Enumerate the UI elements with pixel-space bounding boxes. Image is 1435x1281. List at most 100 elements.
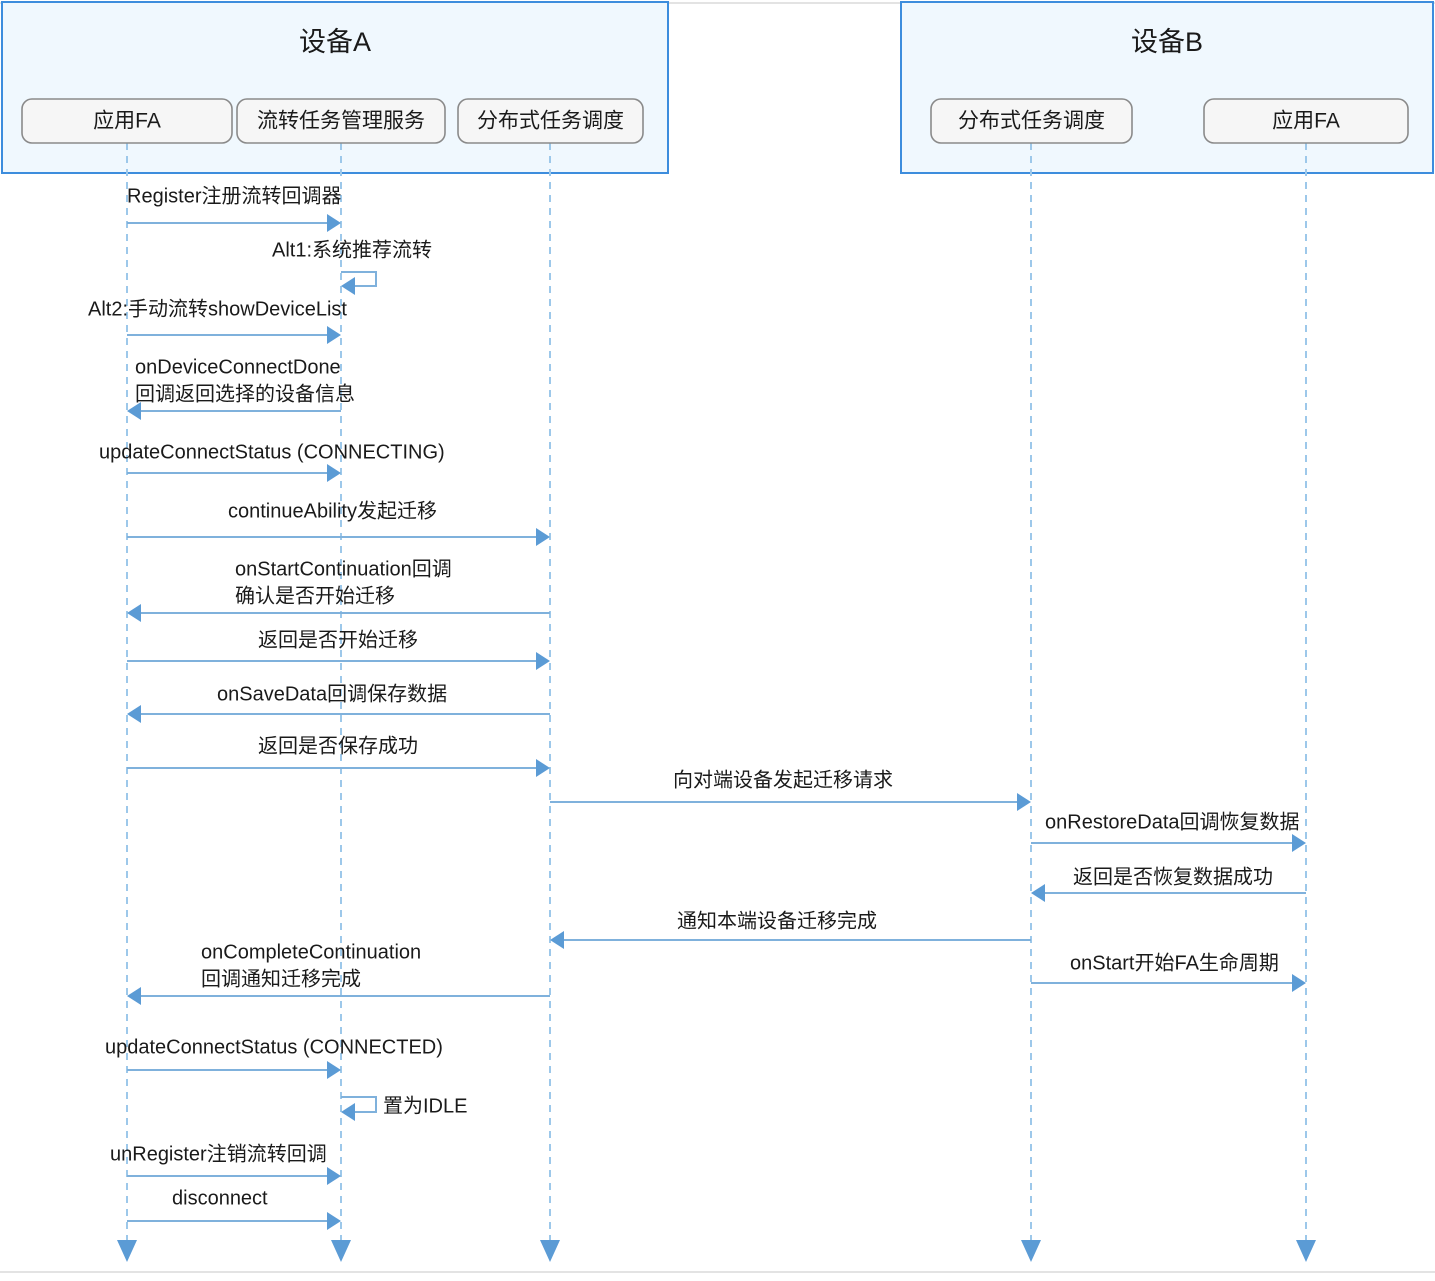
message-label: updateConnectStatus (CONNECTED) <box>105 1036 443 1058</box>
lifelines <box>117 143 1316 1262</box>
message-m15: onStart开始FA生命周期 <box>1031 951 1306 992</box>
message-m9: onSaveData回调保存数据 <box>127 682 550 723</box>
message-m4: onDeviceConnectDone 回调返回选择的设备信息 <box>127 356 355 420</box>
participant-box[interactable] <box>1203 98 1409 144</box>
message-arrowhead <box>536 528 550 546</box>
lifeline-b-dms <box>1021 143 1041 1262</box>
message-m10: 返回是否保存成功 <box>127 734 550 777</box>
self-loop-arrowhead <box>341 277 355 295</box>
self-loop-arrowhead <box>341 1103 355 1121</box>
lifeline-end-arrow <box>117 1240 137 1262</box>
message-label: disconnect <box>172 1187 268 1209</box>
participant-b-fa[interactable]: 应用FA <box>1203 98 1409 144</box>
participant-label: 分布式任务调度 <box>477 110 624 133</box>
message-label: onStartContinuation回调 <box>235 557 452 580</box>
participant-box[interactable] <box>236 98 446 144</box>
participant-a-dms[interactable]: 分布式任务调度 <box>457 98 644 144</box>
message-arrowhead <box>327 1061 341 1079</box>
device-title: 设备A <box>299 27 371 57</box>
message-arrowhead <box>536 652 550 670</box>
message-arrowhead <box>327 1212 341 1230</box>
device-groups: 设备A 设备B <box>1 1 1434 174</box>
device-title: 设备B <box>1131 27 1203 57</box>
message-m13: 返回是否恢复数据成功 <box>1031 865 1306 902</box>
participant-box[interactable] <box>930 98 1133 144</box>
device-box <box>1 1 669 174</box>
message-m19: unRegister注销流转回调 <box>110 1142 341 1185</box>
message-m11: 向对端设备发起迁移请求 <box>550 768 1031 811</box>
participant-a-fa[interactable]: 应用FA <box>21 98 233 144</box>
messages: Register注册流转回调器 Alt1:系统推荐流转 Alt2:手动流转showD… <box>88 184 1306 1230</box>
message-label: 返回是否开始迁移 <box>258 628 418 651</box>
message-arrowhead <box>1031 884 1045 902</box>
participant-box[interactable] <box>21 98 233 144</box>
message-m16: onCompleteContinuation 回调通知迁移完成 <box>127 941 550 1005</box>
message-label: Alt1:系统推荐流转 <box>272 238 432 261</box>
device-frame-deviceB: 设备B <box>900 1 1434 174</box>
message-m18: 置为IDLE <box>341 1094 467 1121</box>
lifeline-end-arrow <box>1296 1240 1316 1262</box>
message-arrowhead <box>327 1167 341 1185</box>
message-arrowhead <box>1292 834 1306 852</box>
message-arrowhead <box>327 464 341 482</box>
message-arrowhead <box>550 931 564 949</box>
message-m3: Alt2:手动流转showDeviceList <box>88 297 347 344</box>
participant-boxes: 应用FA 流转任务管理服务 分布式任务调度 分布式任务调度 应用FA <box>21 98 1409 144</box>
self-loop-path <box>341 271 377 287</box>
message-label: 回调通知迁移完成 <box>201 967 361 990</box>
message-arrowhead <box>1292 974 1306 992</box>
participant-box[interactable] <box>457 98 644 144</box>
message-label: 确认是否开始迁移 <box>235 584 395 607</box>
message-label: updateConnectStatus (CONNECTING) <box>99 441 445 463</box>
message-arrowhead <box>127 402 141 420</box>
participant-label: 应用FA <box>1272 110 1340 133</box>
message-arrowhead <box>127 705 141 723</box>
participant-label: 应用FA <box>93 110 161 133</box>
message-label: onSaveData回调保存数据 <box>217 682 447 705</box>
self-loop-path <box>341 1096 377 1113</box>
message-label: Register注册流转回调器 <box>127 184 341 207</box>
lifeline-b-fa <box>1296 143 1316 1262</box>
participant-b-dms[interactable]: 分布式任务调度 <box>930 98 1133 144</box>
message-arrowhead <box>327 326 341 344</box>
message-m2: Alt1:系统推荐流转 <box>272 238 432 295</box>
message-m6: continueAbility发起迁移 <box>127 499 550 546</box>
message-label: 回调返回选择的设备信息 <box>135 382 355 405</box>
message-m17: updateConnectStatus (CONNECTED) <box>105 1036 443 1079</box>
message-label: 向对端设备发起迁移请求 <box>673 768 893 791</box>
message-arrowhead <box>536 759 550 777</box>
message-label: 置为IDLE <box>383 1094 467 1117</box>
lifeline-a-dms <box>540 143 560 1262</box>
lifeline-end-arrow <box>331 1240 351 1262</box>
message-label: 返回是否恢复数据成功 <box>1073 865 1273 888</box>
message-arrowhead <box>1017 793 1031 811</box>
message-m5: updateConnectStatus (CONNECTING) <box>99 441 445 482</box>
message-label: 通知本端设备迁移完成 <box>677 909 877 932</box>
lifeline-a-mgr <box>331 143 351 1262</box>
message-m1: Register注册流转回调器 <box>127 184 341 232</box>
message-arrowhead <box>127 604 141 622</box>
participant-a-mgr[interactable]: 流转任务管理服务 <box>236 98 446 144</box>
lifeline-end-arrow <box>540 1240 560 1262</box>
lifeline-a-fa <box>117 143 137 1262</box>
lifeline-end-arrow <box>1021 1240 1041 1262</box>
message-label: Alt2:手动流转showDeviceList <box>88 297 347 320</box>
message-label: onRestoreData回调恢复数据 <box>1045 810 1300 833</box>
device-frame-deviceA: 设备A <box>1 1 669 174</box>
device-box <box>900 1 1434 174</box>
message-m8: 返回是否开始迁移 <box>127 628 550 670</box>
message-arrowhead <box>127 987 141 1005</box>
message-label: onStart开始FA生命周期 <box>1070 951 1279 974</box>
message-label: onCompleteContinuation <box>201 941 421 963</box>
message-arrowhead <box>327 214 341 232</box>
message-m20: disconnect <box>127 1187 341 1230</box>
message-label: 返回是否保存成功 <box>258 734 418 757</box>
message-label: onDeviceConnectDone <box>135 356 341 378</box>
participant-label: 流转任务管理服务 <box>257 110 425 133</box>
message-label: unRegister注销流转回调 <box>110 1142 327 1165</box>
message-m14: 通知本端设备迁移完成 <box>550 909 1031 949</box>
participant-label: 分布式任务调度 <box>958 110 1105 133</box>
